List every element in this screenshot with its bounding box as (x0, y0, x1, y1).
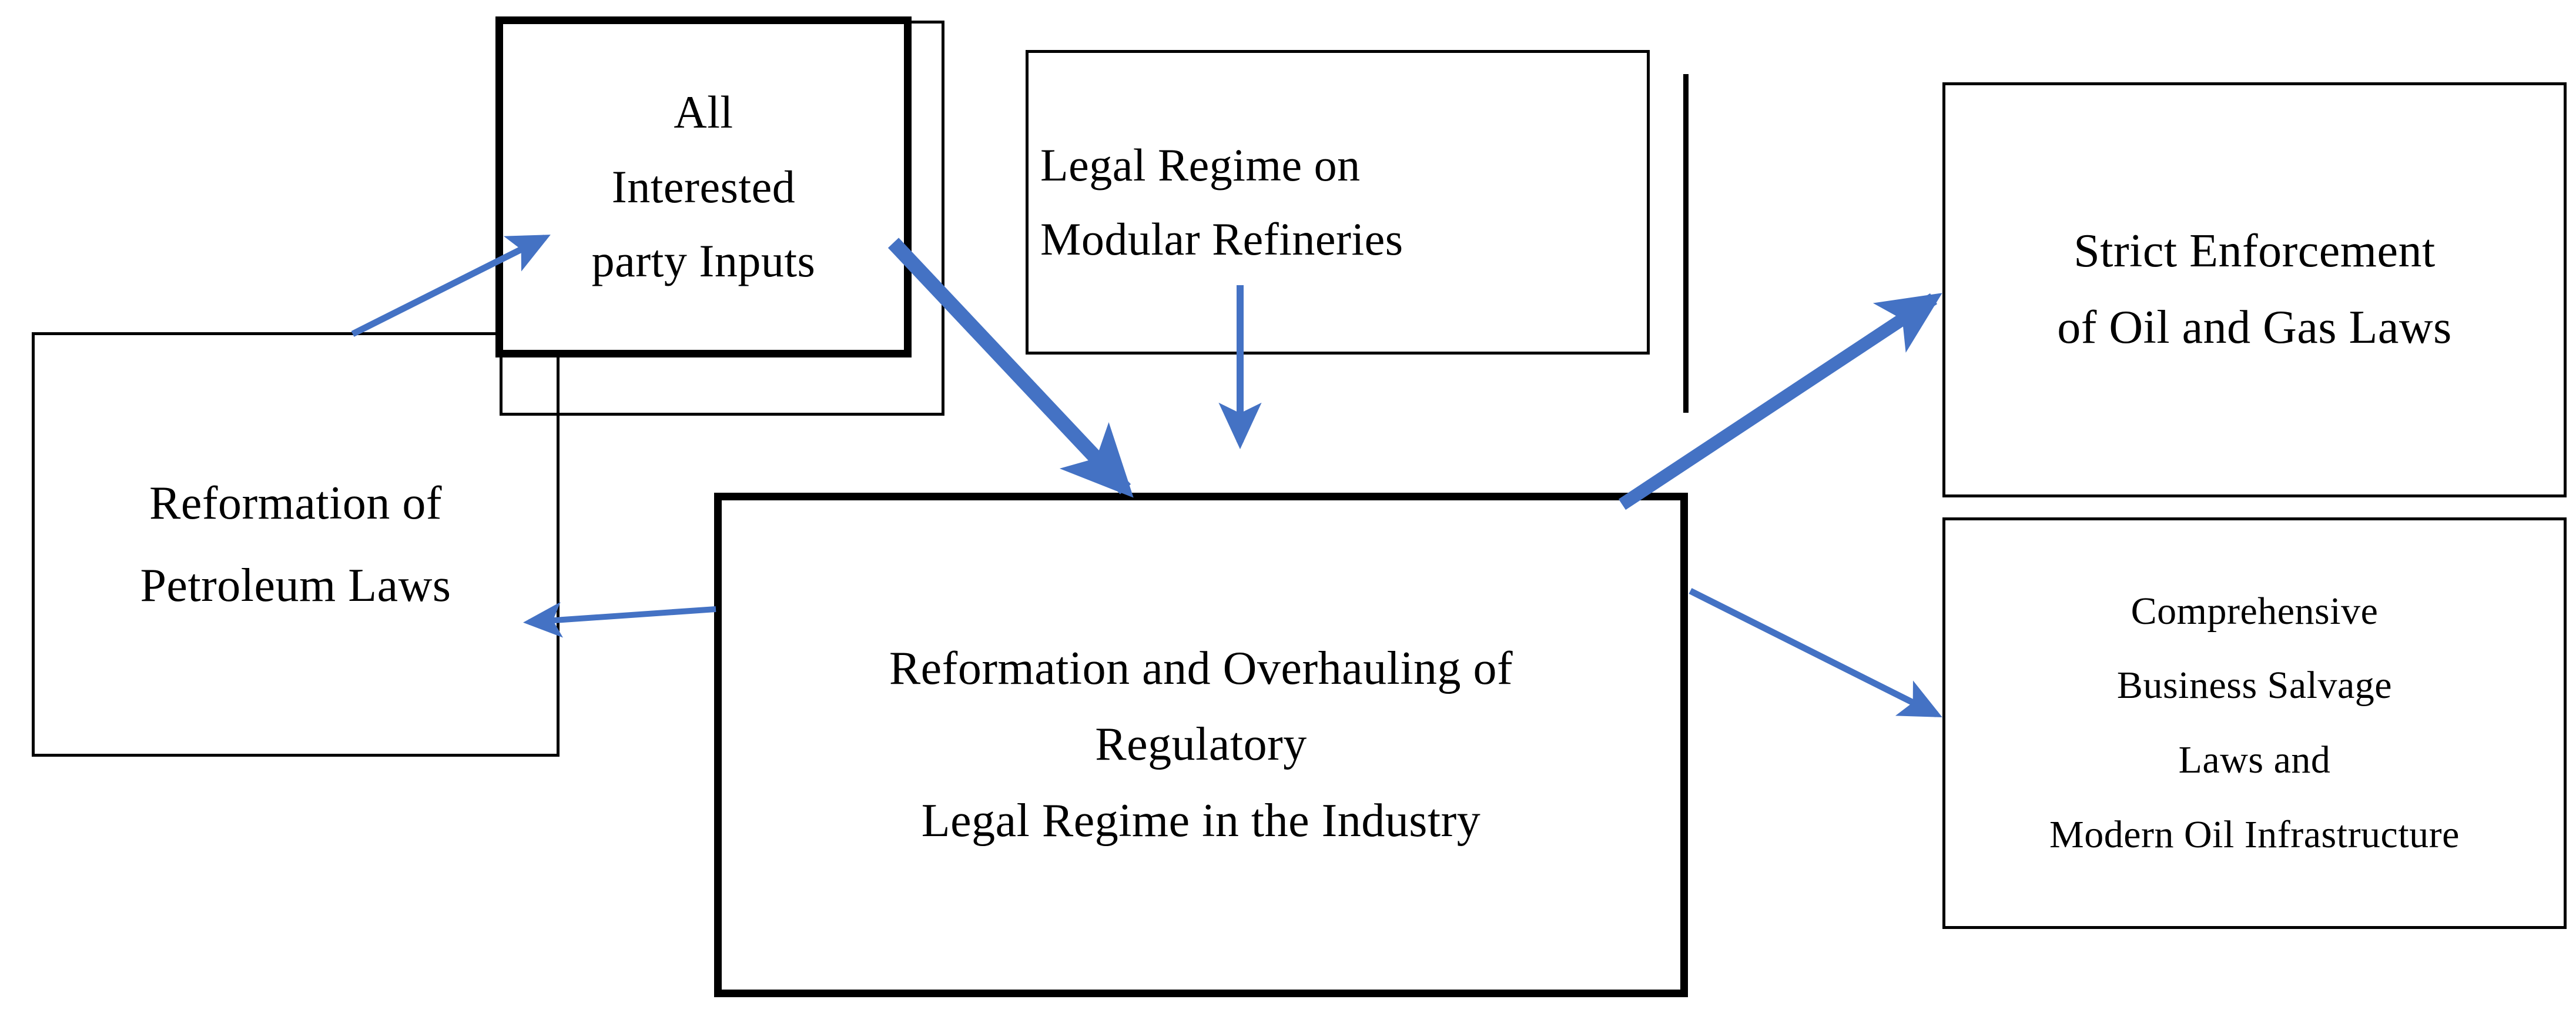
node-label: Strict Enforcement of Oil and Gas Laws (2057, 225, 2452, 353)
node-label: Reformation of Petroleum Laws (140, 477, 451, 611)
node-all-interested-party-inputs[interactable]: All Interested party Inputs (495, 16, 912, 357)
connector-central-to-strict (1618, 293, 1942, 510)
connector-central-to-comprehensive (1689, 588, 1942, 717)
vertical-divider-line (1683, 74, 1689, 413)
node-label: Reformation and Overhauling of Regulator… (889, 642, 1513, 847)
node-reformation-of-petroleum-laws[interactable]: Reformation of Petroleum Laws (32, 332, 560, 757)
node-comprehensive-business-salvage[interactable]: Comprehensive Business Salvage Laws and … (1942, 517, 2567, 929)
node-strict-enforcement-of-oil-and-gas-laws[interactable]: Strict Enforcement of Oil and Gas Laws (1942, 82, 2567, 497)
node-label: All Interested party Inputs (591, 86, 816, 287)
node-reformation-and-overhauling[interactable]: Reformation and Overhauling of Regulator… (714, 493, 1688, 997)
node-label: Comprehensive Business Salvage Laws and … (2049, 589, 2460, 856)
node-label: Legal Regime on Modular Refineries (1040, 139, 1403, 265)
node-legal-regime-on-modular-refineries[interactable]: Legal Regime on Modular Refineries (1026, 50, 1650, 355)
